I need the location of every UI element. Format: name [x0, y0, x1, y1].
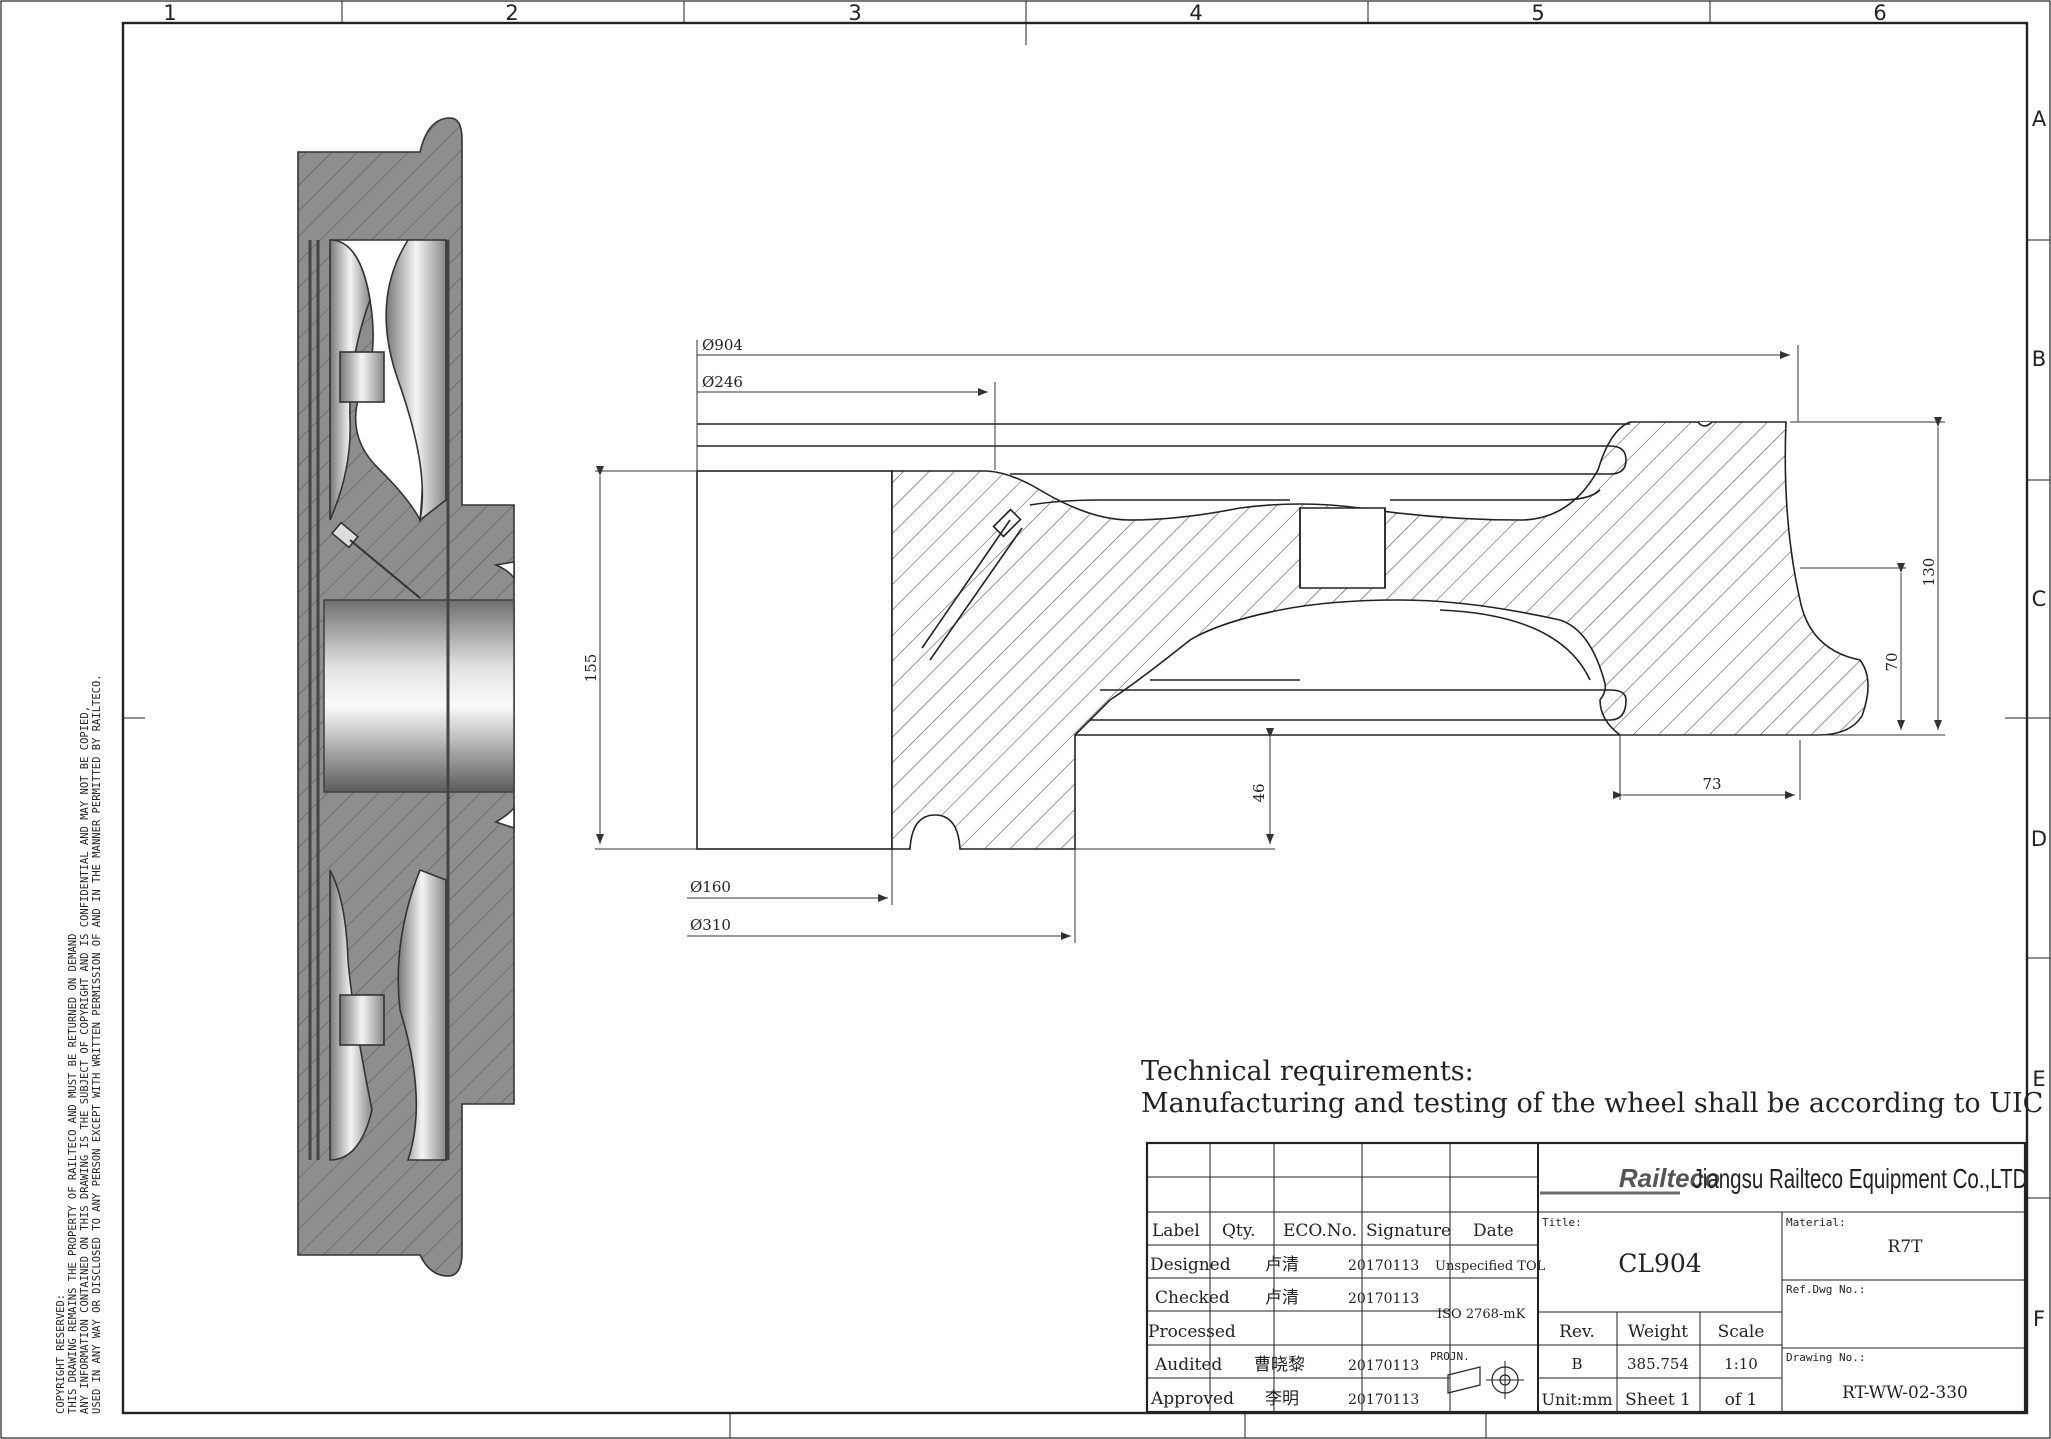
col-2: 2: [505, 1, 518, 25]
header-signature: Signature: [1366, 1221, 1451, 1241]
role-processed: Processed: [1148, 1322, 1236, 1342]
weight-value: 385.754: [1627, 1355, 1689, 1373]
col-3: 3: [848, 1, 861, 25]
row-a: A: [2032, 107, 2047, 131]
role-approved: Approved: [1150, 1389, 1234, 1409]
name-audited: 曹晓黎: [1254, 1355, 1305, 1375]
company-name: Jiangsu Railteco Equipment Co.,LTD: [1693, 1163, 2028, 1194]
unit-value: Unit:mm: [1541, 1390, 1612, 1409]
dim-d904: Ø904: [702, 336, 743, 354]
role-checked: Checked: [1155, 1288, 1230, 1308]
col-4: 4: [1189, 1, 1202, 25]
dim-w73: 73: [1702, 775, 1721, 793]
unspecified-tolerance: Unspecified TOL: [1435, 1259, 1546, 1274]
title-block: [1145, 1141, 2027, 1414]
dim-h130: 130: [1920, 558, 1938, 587]
title-label: Title:: [1542, 1216, 1582, 1229]
drawing-no-value: RT-WW-02-330: [1842, 1383, 1968, 1403]
date-approved: 20170113: [1348, 1392, 1419, 1408]
projection-cone-icon: [1447, 1366, 1481, 1394]
material-value: R7T: [1888, 1237, 1924, 1257]
scale-value: 1:10: [1724, 1355, 1758, 1373]
date-designed: 20170113: [1348, 1258, 1419, 1274]
sheet-value: Sheet 1: [1625, 1390, 1691, 1410]
scale-label: Scale: [1718, 1322, 1765, 1342]
row-markers: A B C D E F: [2031, 107, 2047, 1331]
tolerance-standard: ISO 2768-mK: [1437, 1307, 1526, 1322]
dim-h155: 155: [582, 654, 600, 683]
dim-d310: Ø310: [690, 916, 731, 934]
row-f: F: [2033, 1307, 2045, 1331]
weight-label: Weight: [1628, 1322, 1688, 1342]
copyright-line-4: USED IN ANY WAY OR DISCLOSED TO ANY PERS…: [91, 674, 103, 1414]
copyright-line-1: COPYRIGHT RESERVED:: [55, 1294, 67, 1414]
tech-req-heading: Technical requirements:: [1141, 1056, 1474, 1087]
col-5: 5: [1531, 1, 1544, 25]
role-designed: Designed: [1150, 1255, 1231, 1275]
row-c: C: [2032, 587, 2047, 611]
name-designed: 卢清: [1265, 1255, 1299, 1275]
dimension-lines: [595, 340, 1945, 943]
dim-h70: 70: [1883, 652, 1901, 671]
role-audited: Audited: [1154, 1355, 1222, 1375]
projection-label: PROJN.: [1430, 1350, 1470, 1363]
dimension-labels: Ø904 Ø246 Ø160 Ø310 155 46 130 70 73: [582, 336, 1938, 934]
header-date: Date: [1473, 1221, 1514, 1241]
date-audited: 20170113: [1348, 1358, 1419, 1374]
rev-label: Rev.: [1559, 1322, 1595, 1342]
row-d: D: [2031, 827, 2047, 851]
dim-d160: Ø160: [690, 878, 731, 896]
column-markers: 1 2 3 4 5 6: [163, 1, 1886, 25]
ref-dwg-label: Ref.Dwg No.:: [1786, 1283, 1865, 1296]
row-b: B: [2032, 347, 2046, 371]
copyright-notice: COPYRIGHT RESERVED: THIS DRAWING REMAINS…: [55, 674, 103, 1414]
wheel-profile-section: [696, 421, 1869, 850]
material-label: Material:: [1786, 1216, 1846, 1229]
header-eco: ECO.No.: [1283, 1221, 1357, 1241]
copyright-line-2: THIS DRAWING REMAINS THE PROPERTY OF RAI…: [67, 934, 79, 1414]
sheet-of-value: of 1: [1725, 1390, 1758, 1410]
name-checked: 卢清: [1265, 1288, 1299, 1308]
rev-value: B: [1571, 1355, 1582, 1373]
title-block-text: Railteco Jiangsu Railteco Equipment Co.,…: [1148, 1163, 2028, 1410]
header-label: Label: [1152, 1221, 1200, 1241]
name-approved: 李明: [1265, 1389, 1299, 1409]
tech-req-text: Manufacturing and testing of the wheel s…: [1141, 1088, 2051, 1119]
col-6: 6: [1873, 1, 1886, 25]
copyright-line-3: ANY INFORMATION CONTAINED ON THIS DRAWIN…: [79, 706, 91, 1414]
header-qty: Qty.: [1222, 1221, 1256, 1241]
dim-h46: 46: [1250, 783, 1268, 802]
drawing-title: CL904: [1618, 1249, 1701, 1278]
wheel-section-view: [297, 117, 515, 1277]
dim-d246: Ø246: [702, 373, 743, 391]
date-checked: 20170113: [1348, 1291, 1419, 1307]
col-1: 1: [163, 1, 176, 25]
company-logo: Railteco: [1619, 1163, 1720, 1193]
row-e: E: [2032, 1067, 2045, 1091]
drawing-no-label: Drawing No.:: [1786, 1351, 1865, 1364]
technical-requirements: Technical requirements: Manufacturing an…: [1141, 1056, 2051, 1119]
